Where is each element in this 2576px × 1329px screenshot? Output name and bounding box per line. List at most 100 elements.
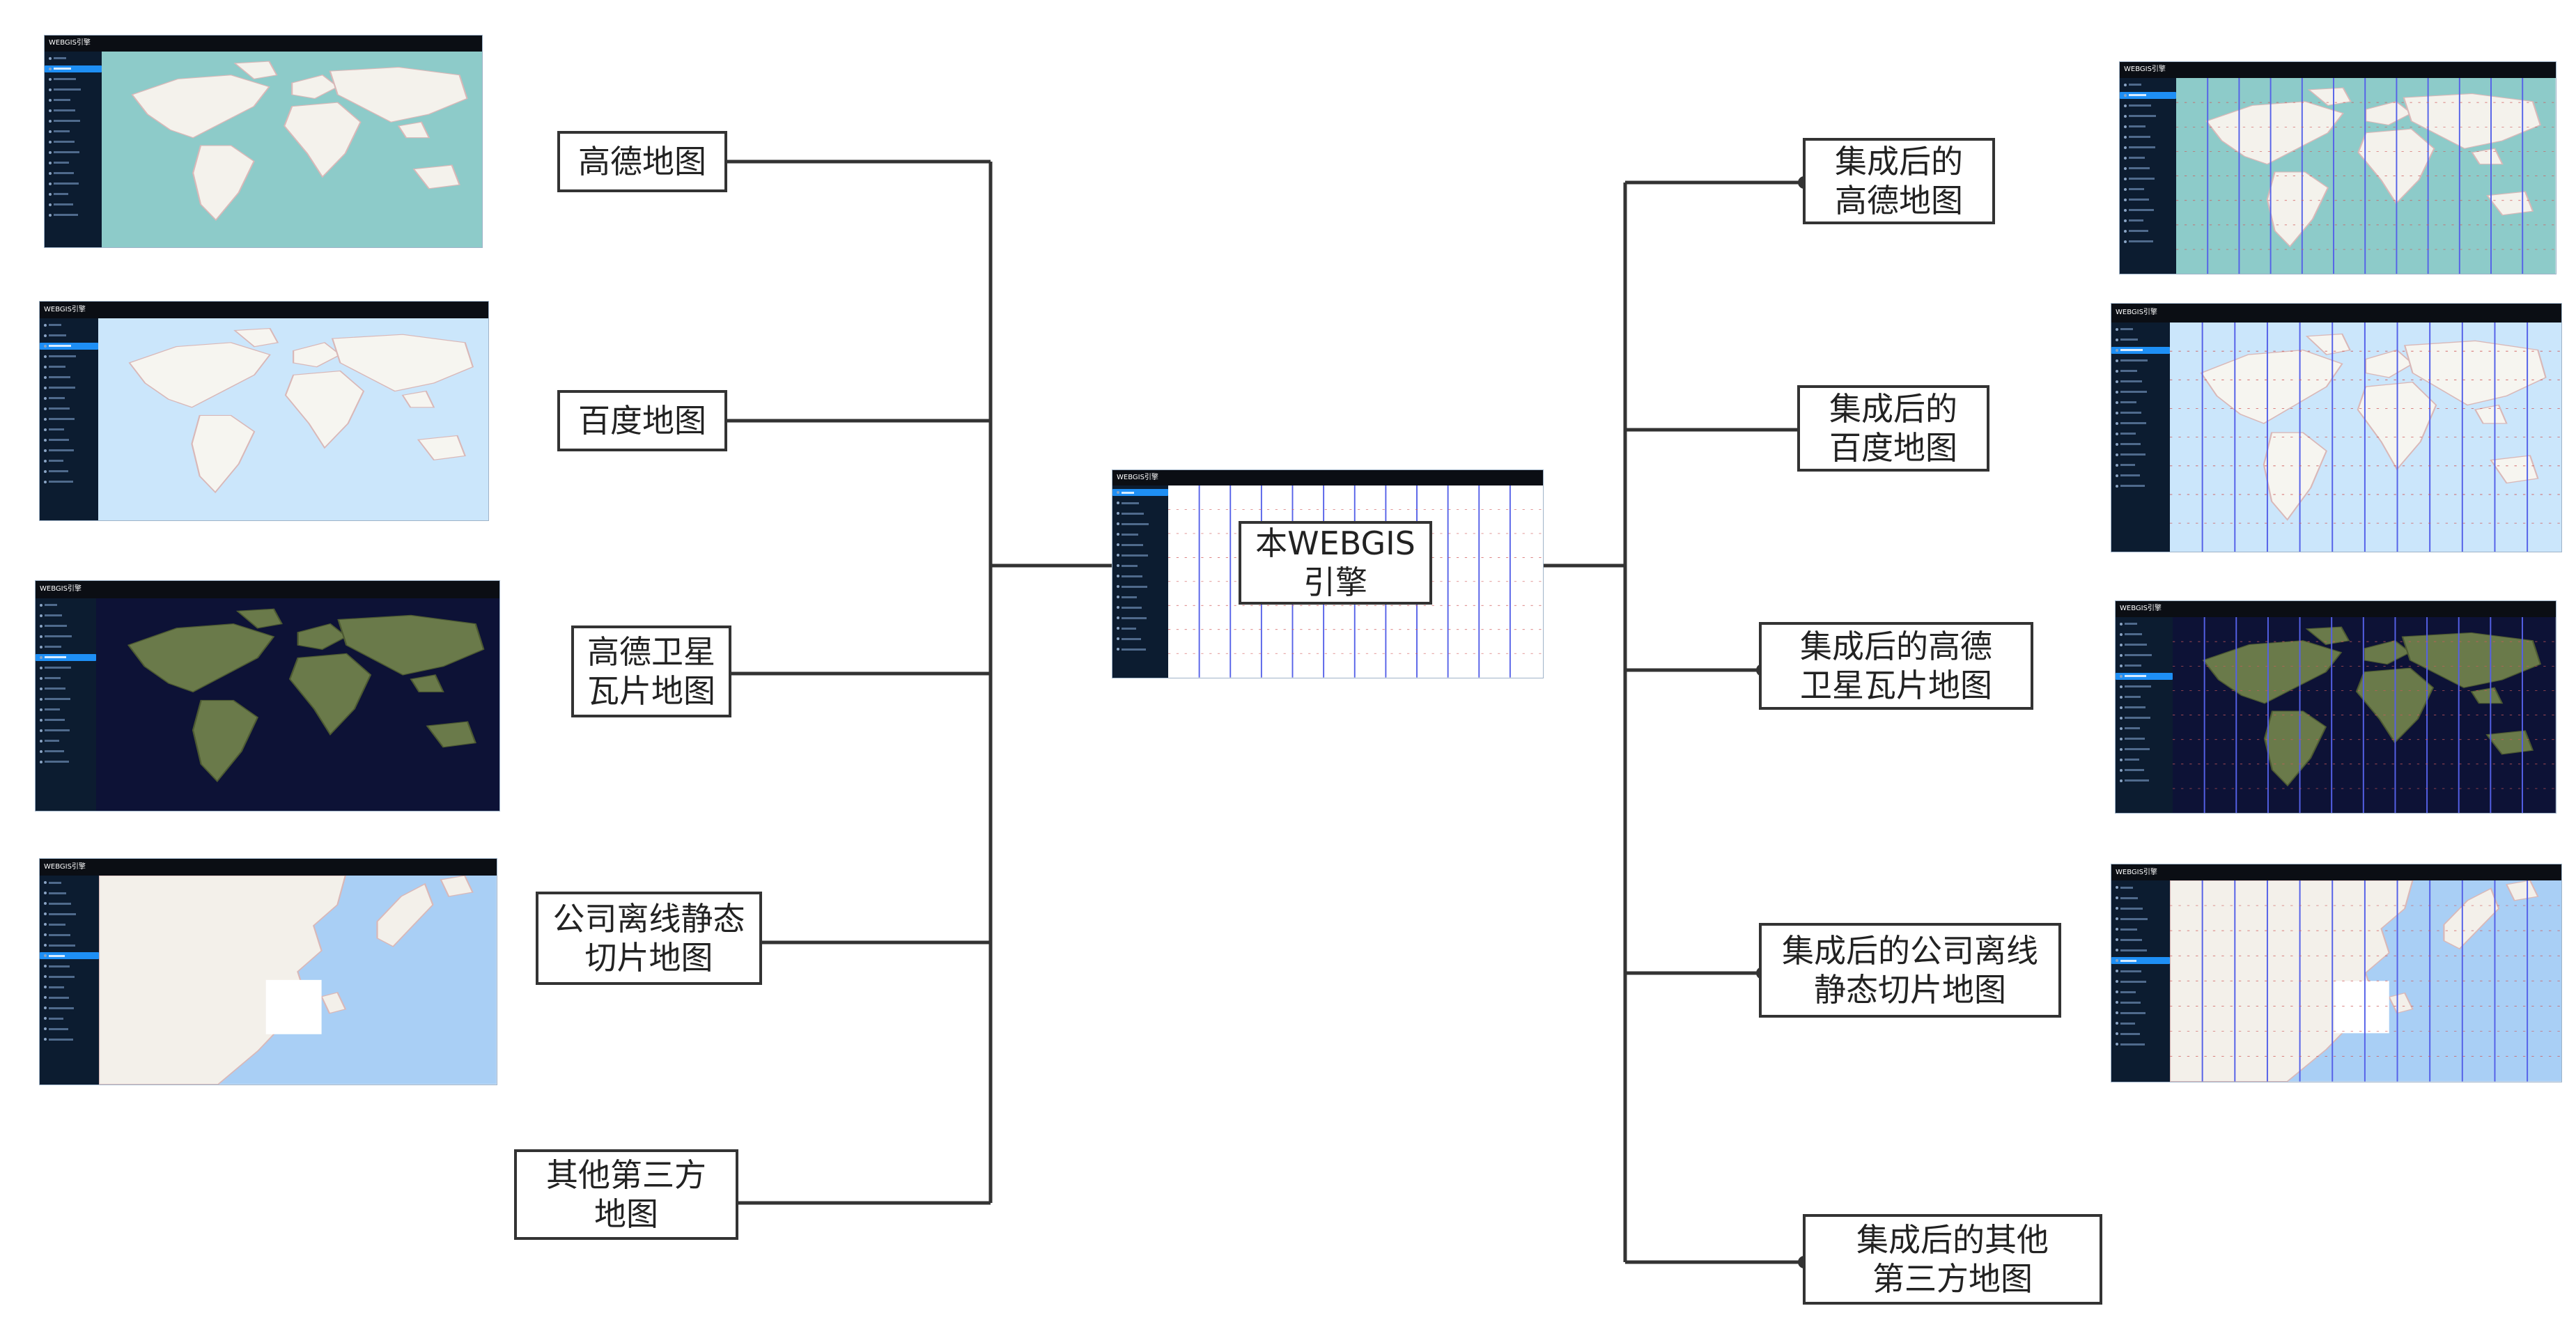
map-missing-tile [265, 980, 322, 1035]
screenshot-sidebar-item [49, 212, 99, 219]
screenshot-sidebar-item [44, 984, 96, 990]
screenshot-sidebar-item [44, 973, 96, 980]
screenshot-sidebar-item [40, 623, 93, 630]
screenshot-sidebar-item [49, 201, 99, 208]
screenshot-sidebar [2111, 880, 2170, 1082]
screenshot-sidebar-item [2116, 399, 2167, 406]
screenshot-sidebar-item [44, 910, 96, 917]
screenshot-sidebar-item [2116, 1009, 2167, 1016]
screenshot-map [101, 51, 482, 247]
screenshot-map [2173, 616, 2556, 813]
screenshot-sidebar-item [44, 374, 95, 381]
label-integrated-company-line1: 集成后的公司离线 [1782, 932, 2038, 970]
screenshot-map [2169, 322, 2561, 552]
screenshot-integrated-baidu-map: WEBGIS引擎 [2111, 303, 2562, 552]
screenshot-map [2176, 77, 2556, 274]
label-integrated-satellite-line2: 卫星瓦片地图 [1800, 667, 1992, 704]
map-landmass [2305, 333, 2351, 355]
map-landmass [2505, 880, 2539, 901]
label-other-third-party-line1: 其他第三方 [546, 1156, 706, 1194]
screenshot-sidebar [40, 318, 98, 520]
map-landmass [2485, 730, 2534, 755]
screenshot-sidebar-item [2124, 144, 2173, 151]
screenshot-sidebar-item [2120, 631, 2170, 638]
screenshot-gaode-satellite-map: WEBGIS引擎 [35, 580, 500, 811]
screenshot-sidebar-item [49, 118, 99, 125]
label-integrated-company-line2: 静态切片地图 [1814, 971, 2006, 1009]
screenshot-sidebar-item [40, 675, 93, 682]
screenshot-map [2169, 880, 2561, 1082]
map-landmass [376, 883, 434, 948]
screenshot-integrated-company-map: WEBGIS引擎 [2111, 864, 2562, 1082]
screenshot-integrated-satellite-map: WEBGIS引擎 [2115, 600, 2556, 814]
label-webgis-engine: 本WEBGIS 引擎 [1239, 521, 1432, 605]
screenshot-sidebar-item [2124, 165, 2173, 172]
screenshot-sidebar [45, 51, 102, 247]
screenshot-sidebar-item [44, 994, 96, 1001]
map-landmass [440, 876, 474, 898]
screenshot-sidebar-item [2116, 326, 2167, 333]
screenshot-sidebar-item [1117, 614, 1165, 621]
map-landmass [417, 435, 466, 460]
screenshot-map [95, 598, 499, 811]
screenshot-sidebar-item [2124, 134, 2173, 141]
screenshot-sidebar-item [2116, 926, 2167, 933]
screenshot-sidebar-item [2116, 988, 2167, 995]
screenshot-sidebar-item [44, 942, 96, 949]
screenshot-sidebar-item [49, 160, 99, 166]
screenshot-sidebar-item [2124, 196, 2173, 203]
screenshot-sidebar-item [44, 384, 95, 391]
screenshot-sidebar-item [49, 128, 99, 135]
screenshot-sidebar-item [49, 139, 99, 146]
label-gaode-map: 高德地图 [557, 131, 727, 192]
map-landmass [410, 674, 444, 692]
screenshot-sidebar-item [2116, 378, 2167, 385]
map-landmass [2403, 93, 2542, 149]
map-landmass [320, 992, 347, 1014]
screenshot-sidebar-item [1117, 510, 1165, 517]
label-gaode-satellite-line2: 瓦片地图 [587, 672, 715, 710]
screenshot-sidebar-item [44, 364, 95, 371]
map-landmass [2308, 87, 2352, 106]
map-landmass [426, 721, 476, 748]
label-integrated-gaode-line2: 高德地图 [1835, 182, 1963, 219]
screenshot-sidebar-item [44, 447, 95, 454]
screenshot-sidebar-item [44, 879, 96, 886]
screenshot-sidebar-item [49, 86, 99, 93]
screenshot-sidebar-item [2120, 756, 2170, 763]
screenshot-sidebar-item [2116, 894, 2167, 901]
screenshot-sidebar-item [2124, 186, 2173, 193]
screenshot-sidebar-item [2116, 389, 2167, 396]
screenshot-sidebar-item [2116, 451, 2167, 458]
screenshot-sidebar-item [2120, 642, 2170, 648]
map-landmass [2364, 349, 2414, 378]
map-landmass [128, 341, 271, 408]
map-landmass [283, 102, 362, 178]
screenshot-sidebar-item [1117, 625, 1165, 632]
screenshot-sidebar-item [2120, 662, 2170, 669]
screenshot-map [1168, 485, 1543, 678]
screenshot-sidebar-item [2124, 176, 2173, 182]
map-landmass [2264, 710, 2327, 786]
screenshot-sidebar-item [44, 458, 95, 465]
screenshot-sidebar-item [40, 748, 93, 755]
screenshot-sidebar-item [2116, 999, 2167, 1006]
screenshot-sidebar-item [2116, 884, 2167, 891]
screenshot-sidebar-item [44, 426, 95, 433]
screenshot-sidebar-item [49, 55, 99, 62]
screenshot-titlebar: WEBGIS引擎 [2116, 601, 2556, 617]
map-landmass [2490, 454, 2539, 483]
map-landmass [2200, 349, 2343, 424]
label-integrated-gaode-line1: 集成后的 [1835, 143, 1963, 180]
map-landmass [336, 614, 485, 676]
screenshot-sidebar-item [44, 479, 95, 485]
screenshot-sidebar-item [1117, 552, 1165, 559]
screenshot-sidebar-item [2116, 472, 2167, 479]
screenshot-sidebar-item [2120, 621, 2170, 628]
screenshot-sidebar-item [2120, 91, 2177, 99]
map-landmass [2266, 171, 2329, 247]
label-integrated-other: 集成后的其他 第三方地图 [1803, 1214, 2102, 1305]
screenshot-sidebar-item [2120, 683, 2170, 690]
map-landmass [2263, 432, 2327, 521]
map-landmass [2443, 887, 2500, 950]
